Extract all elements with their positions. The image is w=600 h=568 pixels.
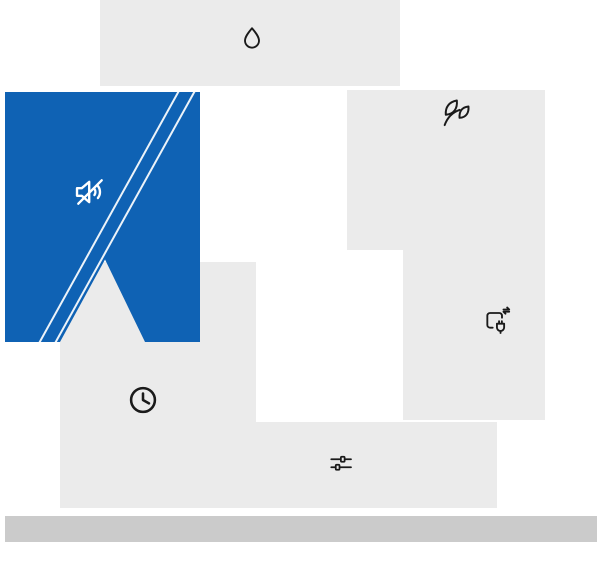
plug-swap-icon [480,305,512,337]
eco-tile[interactable] [347,90,545,250]
clock-icon [126,383,160,417]
water-drop-icon [237,24,267,54]
water-tile[interactable] [100,0,400,86]
speaker-mute-icon [71,173,109,211]
sliders-icon [326,448,356,478]
power-source-tile[interactable] [403,250,545,420]
bottom-bar [5,516,597,542]
settings-tile[interactable] [200,422,497,508]
leaf-icon [439,96,473,130]
